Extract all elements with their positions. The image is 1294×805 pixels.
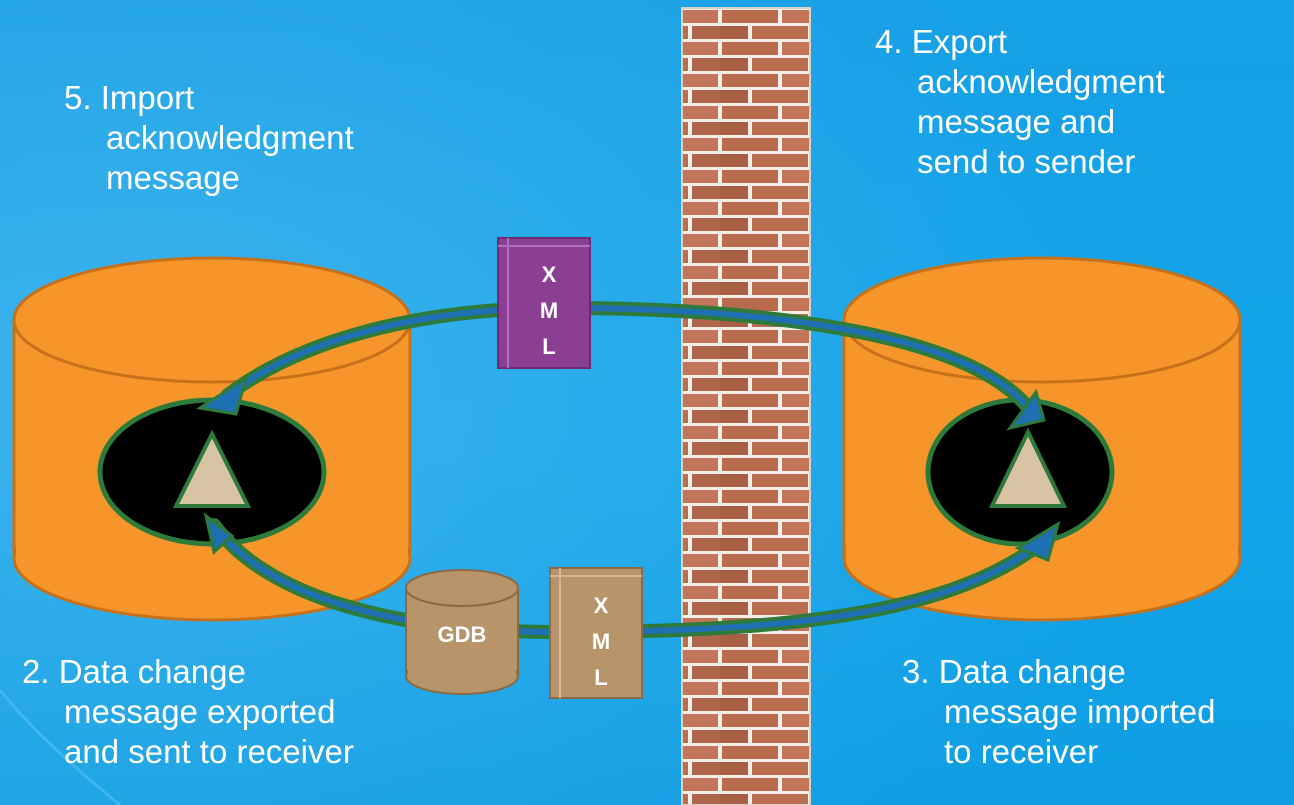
step-5-line3: message — [106, 159, 240, 196]
step-3-line1: Data change — [938, 653, 1126, 690]
step-5-number: 5. — [64, 79, 92, 116]
firewall-icon — [681, 7, 811, 805]
step-5-line1: Import — [100, 79, 195, 116]
step-3-line3: to receiver — [944, 733, 1099, 770]
step-4-line4: send to sender — [917, 143, 1136, 180]
xml-bottom-letter-l: L — [594, 665, 607, 690]
geodatabase-icon: GDB — [405, 569, 519, 695]
step-4-line1: Export — [911, 23, 1008, 60]
step-3-number: 3. — [902, 653, 930, 690]
step-2-line1: Data change — [58, 653, 246, 690]
step-4-label: 4. Export acknowledgment message and sen… — [875, 22, 1285, 182]
right-triangle-icon — [988, 427, 1068, 508]
xml-top-letter-m: M — [540, 298, 558, 323]
xml-top-letter-l: L — [542, 334, 555, 359]
step-2-line2: message exported — [64, 693, 336, 730]
step-2-line3: and sent to receiver — [64, 733, 354, 770]
gdb-label: GDB — [438, 622, 487, 647]
step-3-line2: message imported — [944, 693, 1216, 730]
left-database-icon — [12, 256, 412, 622]
xml-bottom-letter-m: M — [592, 629, 610, 654]
decorative-curve — [0, 689, 121, 805]
xml-bottom-letter-x: X — [594, 593, 609, 618]
step-5-label: 5. Import acknowledgment message — [64, 78, 354, 198]
xml-document-top-icon: X M L — [497, 237, 591, 369]
step-3-label: 3. Data change message imported to recei… — [902, 652, 1294, 772]
step-2-label: 2. Data change message exported and sent… — [22, 652, 442, 772]
right-database-icon — [842, 256, 1242, 622]
step-4-line2: acknowledgment — [917, 63, 1165, 100]
step-2-number: 2. — [22, 653, 50, 690]
xml-top-letter-x: X — [542, 262, 557, 287]
step-4-number: 4. — [875, 23, 903, 60]
left-triangle-icon — [172, 429, 252, 508]
xml-document-bottom-icon: X M L — [549, 567, 643, 699]
step-5-line2: acknowledgment — [106, 119, 354, 156]
step-4-line3: message and — [917, 103, 1116, 140]
